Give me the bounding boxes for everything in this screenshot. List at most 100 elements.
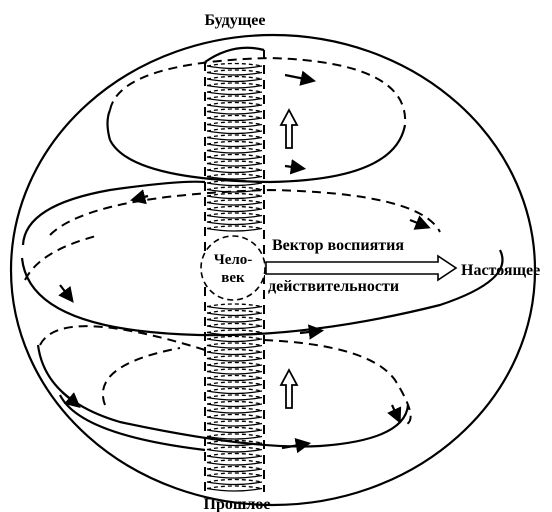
coil-turn-back	[206, 478, 263, 483]
person-circle	[200, 235, 266, 301]
coil-turn-front	[206, 65, 263, 70]
coil-turn-front	[206, 377, 263, 382]
coil-turn-back	[206, 400, 263, 405]
time-column	[204, 46, 265, 492]
coil-turn-back	[206, 108, 263, 113]
coil-turn-back	[206, 335, 263, 340]
coil-turn-back	[206, 407, 263, 412]
coil-turn-front	[206, 487, 263, 492]
coil-turn-back	[206, 439, 263, 444]
coil-turn-back	[206, 134, 263, 139]
coil-turn-back	[206, 121, 263, 126]
coil-turn-back	[206, 127, 263, 132]
coil-turn-back	[206, 316, 263, 321]
label-past: Прошлое	[204, 496, 271, 512]
coil-turn-back	[206, 368, 263, 373]
coil-turn-back	[206, 88, 263, 93]
coil-turn-back	[206, 472, 263, 477]
coil-turn-back	[206, 485, 263, 490]
coil-turn-front	[206, 429, 263, 434]
coil-turn-front	[206, 149, 263, 154]
coil-turn-back	[206, 173, 263, 178]
coil-turn-front	[206, 214, 263, 219]
coil-turn-front	[206, 481, 263, 486]
perception-vector-arrow	[265, 254, 458, 282]
coil-turn-back	[206, 361, 263, 366]
coil-turn-back	[206, 153, 263, 158]
coil-turn-back	[206, 426, 263, 431]
coil-turn-back	[206, 459, 263, 464]
label-present: Настоящее	[461, 262, 540, 279]
coil-turn-front	[206, 208, 263, 213]
label-future: Будущее	[205, 12, 266, 29]
coil-turn-front	[206, 461, 263, 466]
coil-turn-front	[206, 312, 263, 317]
vector-label-line1: Вектор воспиятия	[272, 237, 404, 254]
coil-turn-back	[206, 303, 263, 308]
coil-turn-front	[206, 416, 263, 421]
coil-turn-front	[206, 344, 263, 349]
coil-turn-back	[206, 75, 263, 80]
coil-turn-front	[206, 175, 263, 180]
coil-turn-front	[206, 318, 263, 323]
coil-turn-front	[206, 338, 263, 343]
coil-turn-back	[206, 166, 263, 171]
coil-turn-front	[206, 182, 263, 187]
coil-turn-back	[206, 101, 263, 106]
upper-orbit	[106, 56, 407, 184]
coil-turn-front	[206, 474, 263, 479]
coil-turn-front	[206, 422, 263, 427]
coil-turn-front	[206, 123, 263, 128]
coil-turn-front	[206, 305, 263, 310]
coil-turn-front	[206, 383, 263, 388]
coil-turn-back	[206, 225, 263, 230]
coil-turn-front	[206, 78, 263, 83]
coil-turn-front	[206, 195, 263, 200]
coil-turn-front	[206, 435, 263, 440]
coil-turn-back	[206, 212, 263, 217]
coil-turn-back	[206, 413, 263, 418]
vector-label-line2: действительности	[268, 278, 399, 295]
coil-turn-front	[206, 84, 263, 89]
coil-turn-front	[206, 227, 263, 232]
coil-turn-front	[206, 136, 263, 141]
up-arrow-lower	[279, 368, 299, 409]
coil-turn-front	[206, 357, 263, 362]
coil-turn-back	[206, 192, 263, 197]
coil-turn-front	[206, 162, 263, 167]
coil-turn-front	[206, 403, 263, 408]
sphere-outline	[9, 33, 537, 507]
coil-turn-front	[206, 396, 263, 401]
coil-turn-back	[206, 218, 263, 223]
coil-turn-back	[206, 114, 263, 119]
coil-turn-back	[206, 374, 263, 379]
coil-turn-back	[206, 140, 263, 145]
person-label-1: Чело-	[214, 252, 253, 268]
coil-turn-back	[206, 62, 263, 67]
coil-turn-back	[206, 160, 263, 165]
coil-turn-back	[206, 95, 263, 100]
coil-turn-front	[206, 104, 263, 109]
coil-turn-front	[206, 221, 263, 226]
coil-turn-back	[206, 205, 263, 210]
coil-turn-back	[206, 394, 263, 399]
coil-turn-back	[206, 329, 263, 334]
coil-turn-front	[206, 143, 263, 148]
coil-turn-front	[206, 117, 263, 122]
coil-turn-back	[206, 342, 263, 347]
coil-turn-front	[206, 130, 263, 135]
coil-turn-back	[206, 82, 263, 87]
coil-turn-front	[206, 448, 263, 453]
coil-turn-back	[206, 69, 263, 74]
coil-turn-front	[206, 351, 263, 356]
up-arrow-upper	[279, 108, 299, 149]
coil-turn-front	[206, 71, 263, 76]
coil-turn-front	[206, 468, 263, 473]
coil-turn-front	[206, 390, 263, 395]
coil-turn-front	[206, 169, 263, 174]
coil-turn-back	[206, 387, 263, 392]
coil-turn-back	[206, 147, 263, 152]
coil-turn-back	[206, 186, 263, 191]
coil-turn-back	[206, 309, 263, 314]
coil-turn-back	[206, 433, 263, 438]
